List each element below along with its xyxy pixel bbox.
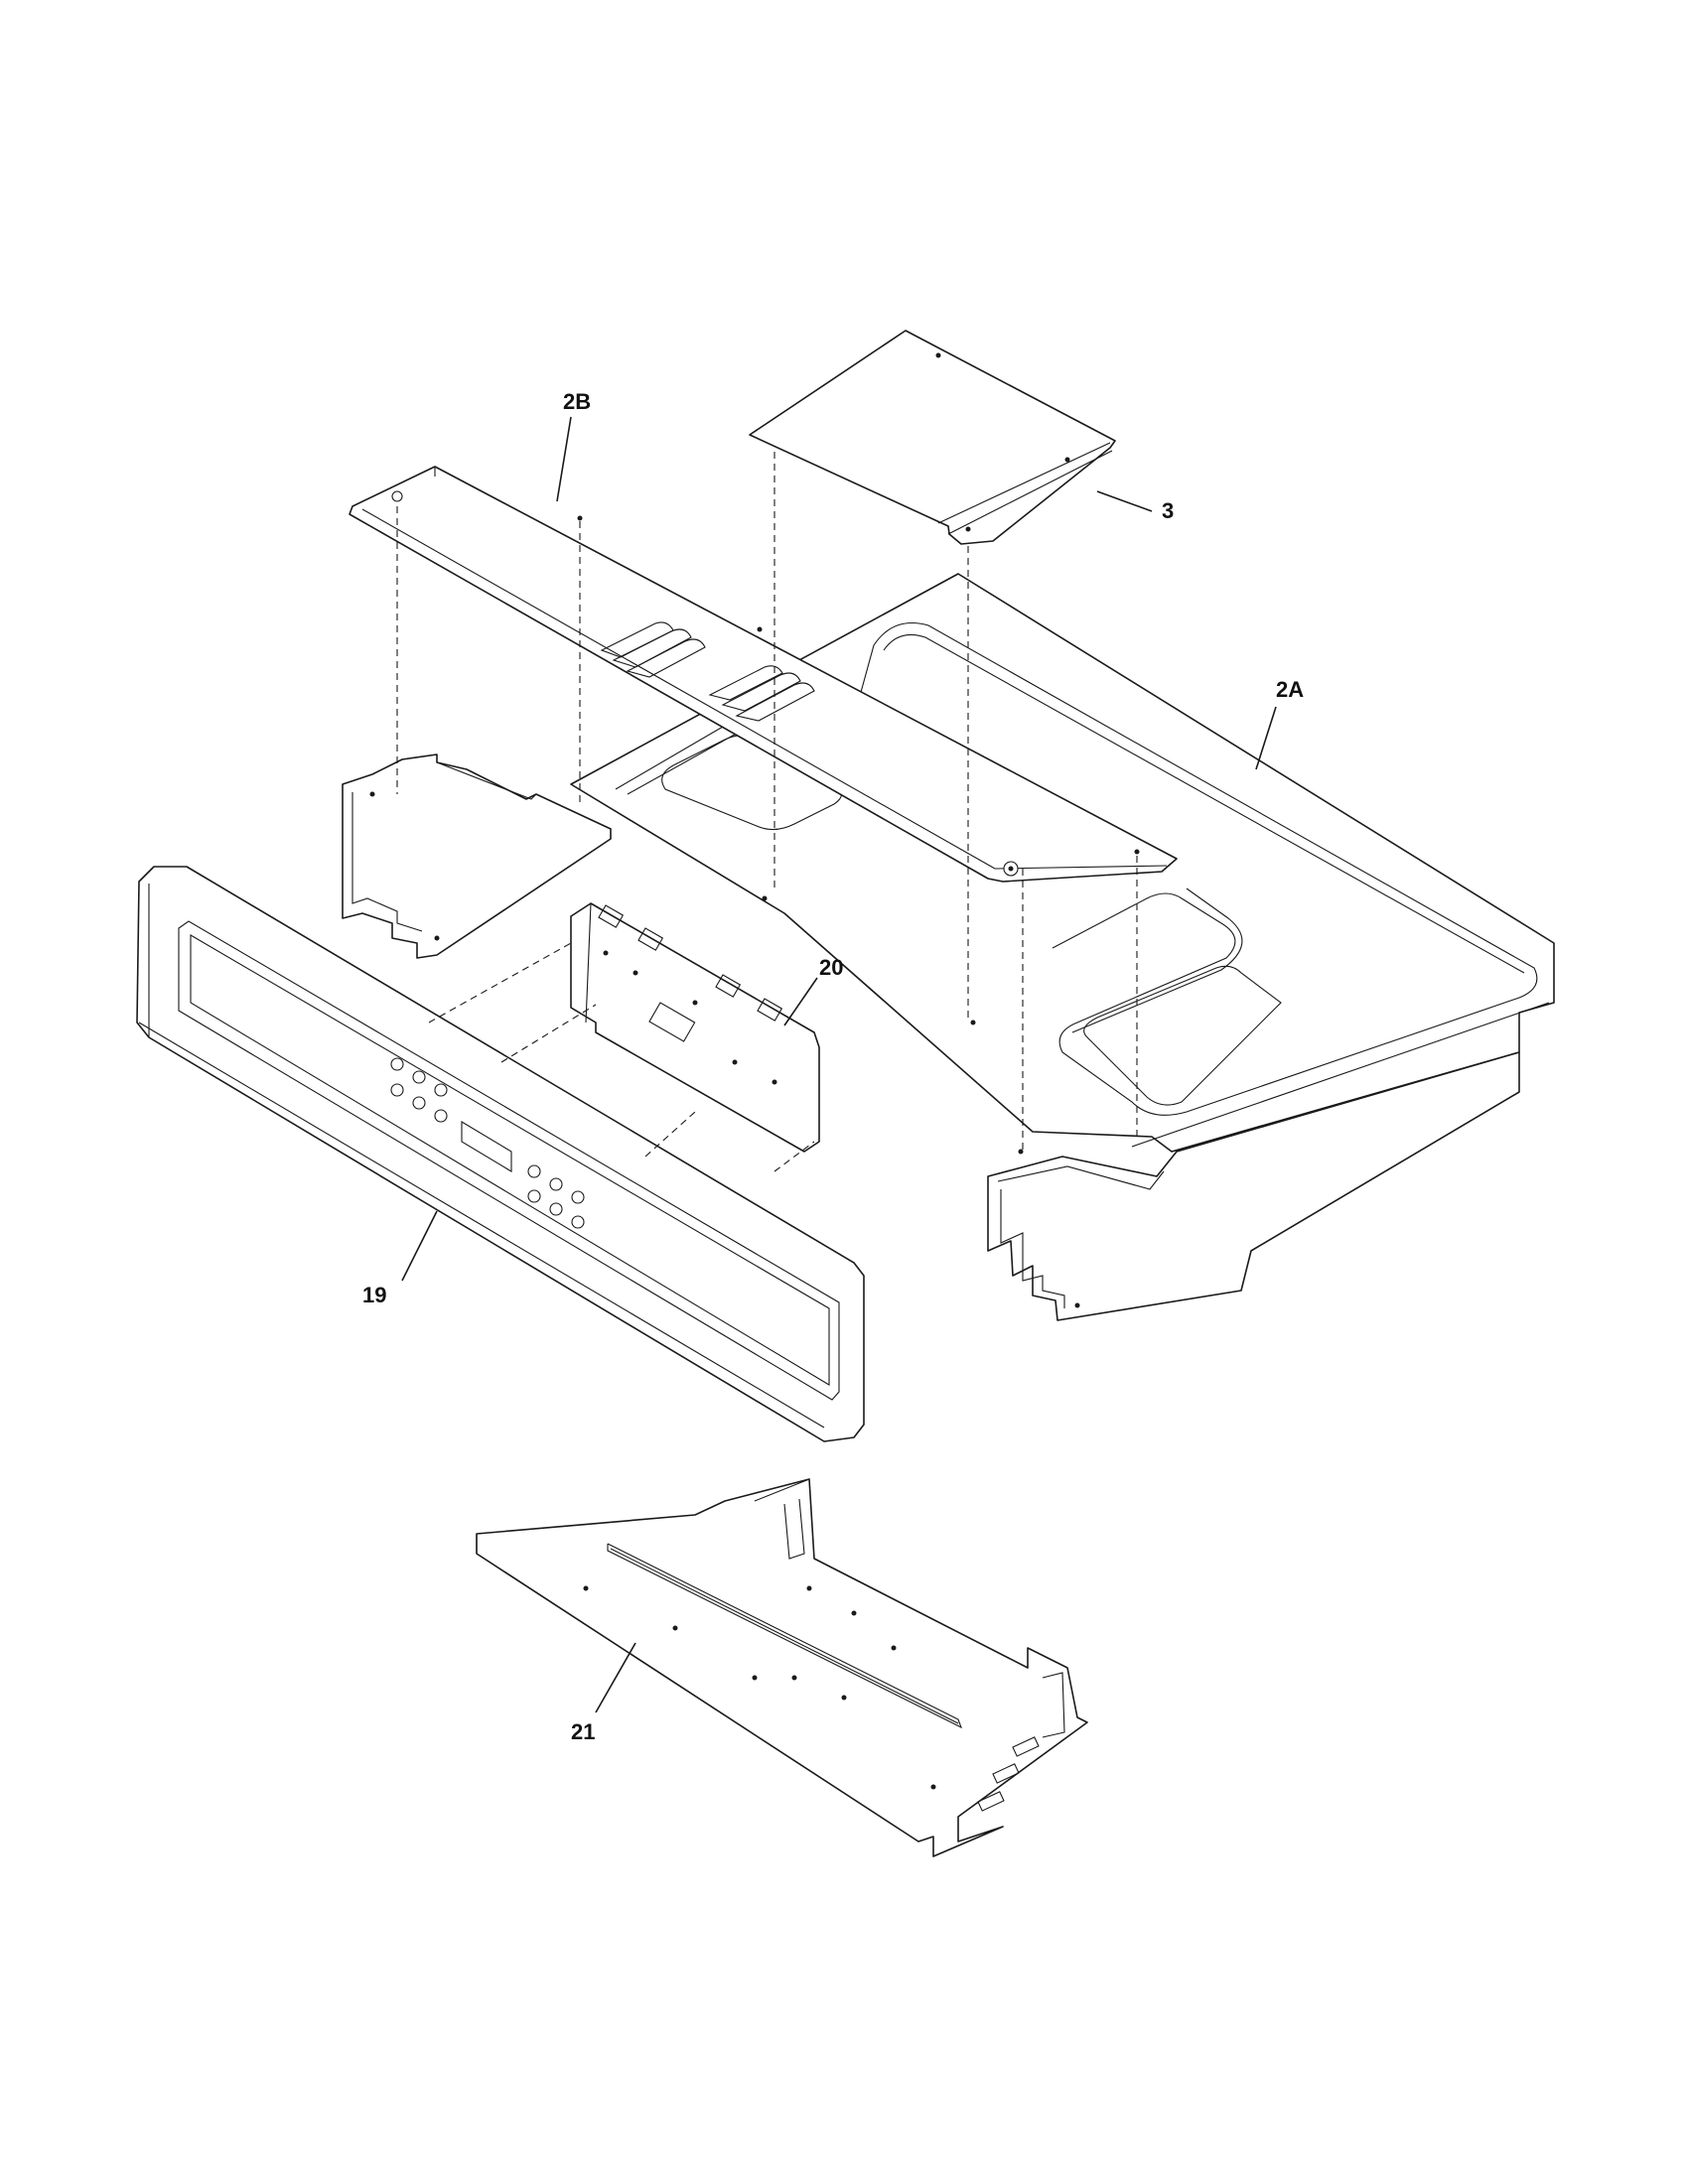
part-2a-right-bracket — [987, 1051, 1520, 1321]
part-3-cover-plate — [749, 330, 1116, 545]
part-20-control-board — [570, 902, 820, 1153]
button-group-right — [527, 1164, 585, 1229]
button-group-left — [390, 1057, 448, 1123]
connector-tabs — [598, 904, 783, 1022]
part-2b-channel — [349, 466, 1178, 883]
callout-21: 21 — [571, 1719, 595, 1744]
callout-3: 3 — [1162, 498, 1174, 523]
callout-labels: 2B 3 2A 20 19 21 — [362, 389, 1304, 1744]
louvre-group — [600, 621, 815, 722]
part-19-control-panel — [136, 866, 865, 1442]
slot-group — [977, 1736, 1040, 1812]
part-21-bottom-shelf — [476, 1478, 1088, 1857]
leader-lines — [401, 416, 1277, 1713]
callout-2a: 2A — [1276, 677, 1304, 702]
callout-20: 20 — [819, 955, 843, 980]
callout-2b: 2B — [563, 389, 591, 414]
part-2b-left-bracket — [342, 753, 612, 959]
callout-19: 19 — [362, 1283, 386, 1307]
alignment-lines — [396, 452, 1138, 1172]
